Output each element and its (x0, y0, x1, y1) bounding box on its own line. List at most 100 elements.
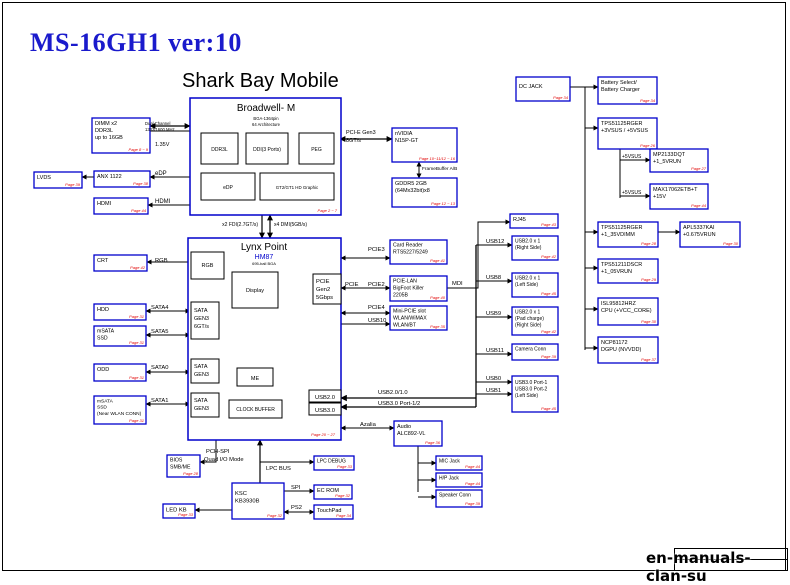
dcjack-text: DC JACK (519, 84, 543, 90)
ncp-text: NCP81172 (601, 340, 628, 346)
battery-text: Battery Charger (601, 87, 640, 93)
battery-text: Battery Select/ (601, 80, 637, 86)
audio-text: ALC892-VL (397, 431, 425, 437)
isl-box (597, 297, 659, 326)
usb2c-text: (Pad charge) (515, 316, 544, 322)
wlan-page-ref: Page 35 (430, 324, 446, 329)
pch-pcie-label: 5Gbps (316, 295, 333, 301)
touchpad-text: TouchPad (317, 508, 341, 514)
msata2-page-ref: Page 31 (129, 418, 144, 423)
crt-text: CRT (97, 258, 109, 264)
touchpad-box (313, 504, 354, 520)
lvds-text: LVDS (37, 175, 51, 181)
gddr5-text: (64Mx32bit)x8 (395, 188, 430, 194)
tps1-page-ref: Page 26 (640, 143, 656, 148)
dimm-text: DDR3L (95, 128, 113, 134)
ncp-box (597, 336, 659, 364)
pch-sata-label: SATA (194, 364, 208, 370)
speaker-box (435, 489, 483, 508)
cpu-peg-block (298, 132, 335, 165)
page-title: MS-16GH1 ver:10 (30, 28, 242, 57)
bus-label-pcie: PCIE4 (368, 305, 386, 311)
ledkb-box (162, 503, 196, 519)
apl-text: APL5337KAI (683, 225, 715, 231)
pch-block-label: CLOCK BUFFER (236, 407, 275, 413)
msata-text: mSATA (97, 329, 115, 335)
odd-page-ref: Page 31 (129, 375, 144, 380)
msata2-text: SSD (97, 405, 107, 411)
pch-usb30-block (308, 402, 342, 416)
msata2-text: mSATA (97, 398, 114, 404)
bus-label-spi: SPI (291, 485, 301, 491)
usb2a-text: USB2.0 x 1 (515, 239, 541, 245)
ledkb-text: LED KB (166, 507, 187, 513)
bus-label-sata: SATA4 (151, 305, 169, 311)
pch-me-block (236, 367, 274, 387)
dcjack-box (515, 76, 571, 102)
bus-label-usb: USB8 (486, 275, 501, 281)
nvidia-page-ref: Page 10~11/12 ~ 16 (419, 156, 456, 161)
usb2a-page-ref: Page 42 (541, 254, 557, 259)
bios-text: BIOS (170, 458, 183, 464)
hpjack-text: H/P Jack (439, 476, 459, 482)
bus-label-usb: USB12 (486, 239, 504, 245)
bus-label-pcie: PCIE3 (368, 247, 385, 253)
bios-text: SMB/ME (170, 465, 191, 471)
dimm-text: up to 16GB (95, 135, 123, 141)
pch-pcie-label: PCIE (316, 279, 330, 285)
bus-label-azalia: Azalia (360, 422, 377, 428)
bus-label-voltage: 1.35V (155, 142, 170, 148)
hpjack-page-ref: Page 44 (465, 481, 481, 486)
tps3-text: TPS51211DSCR (601, 262, 642, 268)
usb2b-box (511, 272, 559, 298)
pch-sata-label: SATA (194, 308, 208, 314)
tps1-text: TPS51125RGER (601, 121, 643, 127)
usb2b-page-ref: Page 45 (541, 291, 557, 296)
tps2-page-ref: Page 28 (641, 241, 657, 246)
pch-usb20-block (308, 389, 342, 403)
cardreader-box (389, 239, 448, 265)
bus-label-pcie: PCIE (345, 282, 359, 288)
max-box (649, 183, 709, 210)
pch-pcie-block (312, 273, 342, 305)
usb2c-text: USB2.0 x 1 (515, 310, 541, 316)
bus-label-sata: SATA0 (151, 365, 169, 371)
usb2c-text: (Right Side) (515, 323, 542, 329)
dimm-page-ref: Page 8 ~ 9 (129, 147, 149, 152)
mp2-text: +1_5VRUN (653, 159, 681, 165)
hdd-page-ref: Page 31 (129, 314, 144, 319)
hdmi-box (93, 197, 149, 215)
gddr5-text: GDDR5 2GB (395, 181, 427, 187)
tps2-text: TPS51125RGER (601, 225, 643, 231)
micjack-page-ref: Page 44 (465, 464, 481, 469)
battery-page-ref: Page 34 (640, 98, 656, 103)
usb2a-box (511, 235, 559, 261)
pch-sata-label: SATA (194, 398, 208, 404)
isl-text: ISL95812HRZ (601, 301, 636, 307)
pch-block-label: Display (246, 288, 264, 294)
lan-text: BigFoot Killer (393, 286, 424, 292)
bus-label-usb: USB11 (486, 348, 504, 354)
cardreader-page-ref: Page 41 (430, 258, 445, 263)
tps3-text: +1_05VRUN (601, 269, 632, 275)
bus-label-ps2: PS2 (291, 505, 302, 511)
micjack-text: MIC Jack (439, 459, 460, 465)
msata2-box (93, 395, 147, 425)
dcjack-page-ref: Page 34 (553, 95, 569, 100)
pch-model: HM87 (255, 254, 274, 261)
bus-label-5vsus: +5VSUS (622, 190, 642, 196)
camera-page-ref: Page 39 (541, 354, 557, 359)
cpu-block-label: PEG (311, 147, 322, 153)
bus-label-framebuffer: FrameBuffer A/B (422, 166, 457, 172)
apl-text: +0.675VRUN (683, 232, 716, 238)
anx-box (93, 170, 151, 188)
pch-sata-label: GEN3 (194, 406, 209, 412)
usb30box-text: USB3.0 Port-1 (515, 380, 547, 386)
apl-box (679, 221, 741, 248)
ecrom-text: EC ROM (317, 488, 339, 494)
lvds-box (33, 171, 83, 189)
ecrom-box (313, 484, 353, 500)
usb2a-text: (Right Side) (515, 245, 542, 251)
pch-clock-block (228, 399, 283, 419)
